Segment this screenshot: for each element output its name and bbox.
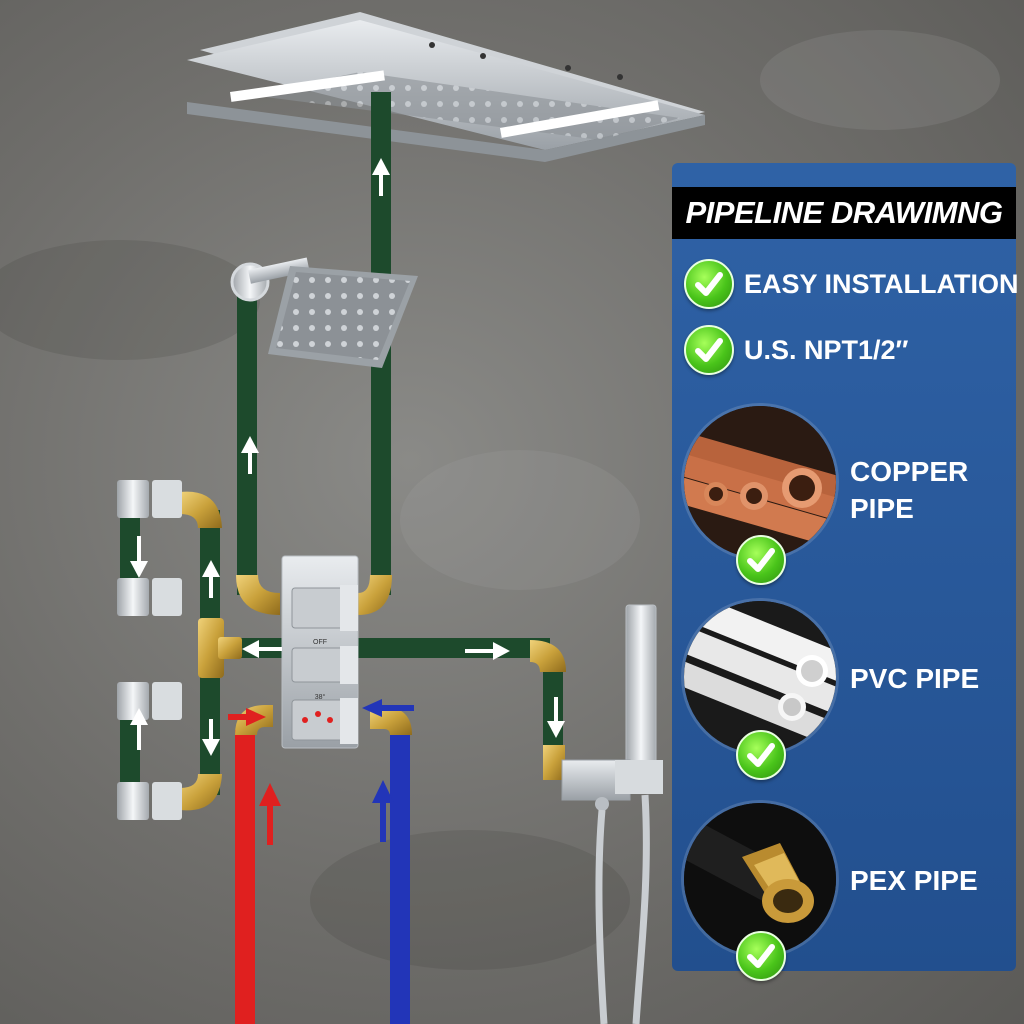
pipeline-info-panel: PIPELINE DRAWIMNG EASY INSTALLATION U.S.… — [672, 163, 1019, 981]
feature-npt-thread: U.S. NPT1/2″ — [744, 335, 909, 365]
copper-pipe-label-line2: PIPE — [850, 493, 914, 524]
ceiling-rain-shower — [187, 12, 705, 162]
pex-pipe-label-line1: PEX PIPE — [850, 865, 978, 896]
flow-arrows — [130, 158, 565, 845]
copper-pipe-photo — [684, 406, 836, 558]
pvc-pipe-label-line1: PVC PIPE — [850, 663, 980, 694]
pex-fitting-photo — [684, 803, 836, 955]
valve-off-label: OFF — [313, 639, 327, 646]
wall-shower-head — [230, 257, 418, 368]
copper-pipe-label: COPPER PIPE — [850, 453, 968, 527]
green-check-icon — [684, 325, 734, 375]
hand-shower — [561, 604, 663, 1024]
valve-temp-label: 38° — [315, 693, 326, 701]
pvc-pipe-photo — [684, 601, 836, 753]
body-jets — [117, 480, 182, 820]
green-check-icon — [736, 931, 786, 981]
pex-pipe-label: PEX PIPE — [850, 862, 978, 899]
green-check-icon — [684, 259, 734, 309]
copper-pipe-label-line1: COPPER — [850, 456, 969, 487]
pvc-pipe-label: PVC PIPE — [850, 660, 979, 697]
brass-fittings — [180, 491, 566, 811]
green-check-icon — [736, 730, 786, 780]
water-supply-pipes — [235, 730, 410, 1024]
panel-title: PIPELINE DRAWIMNG — [672, 187, 1016, 239]
thermostatic-valve — [281, 555, 359, 749]
feature-easy-installation: EASY INSTALLATION — [744, 269, 1019, 299]
green-check-icon — [736, 535, 786, 585]
